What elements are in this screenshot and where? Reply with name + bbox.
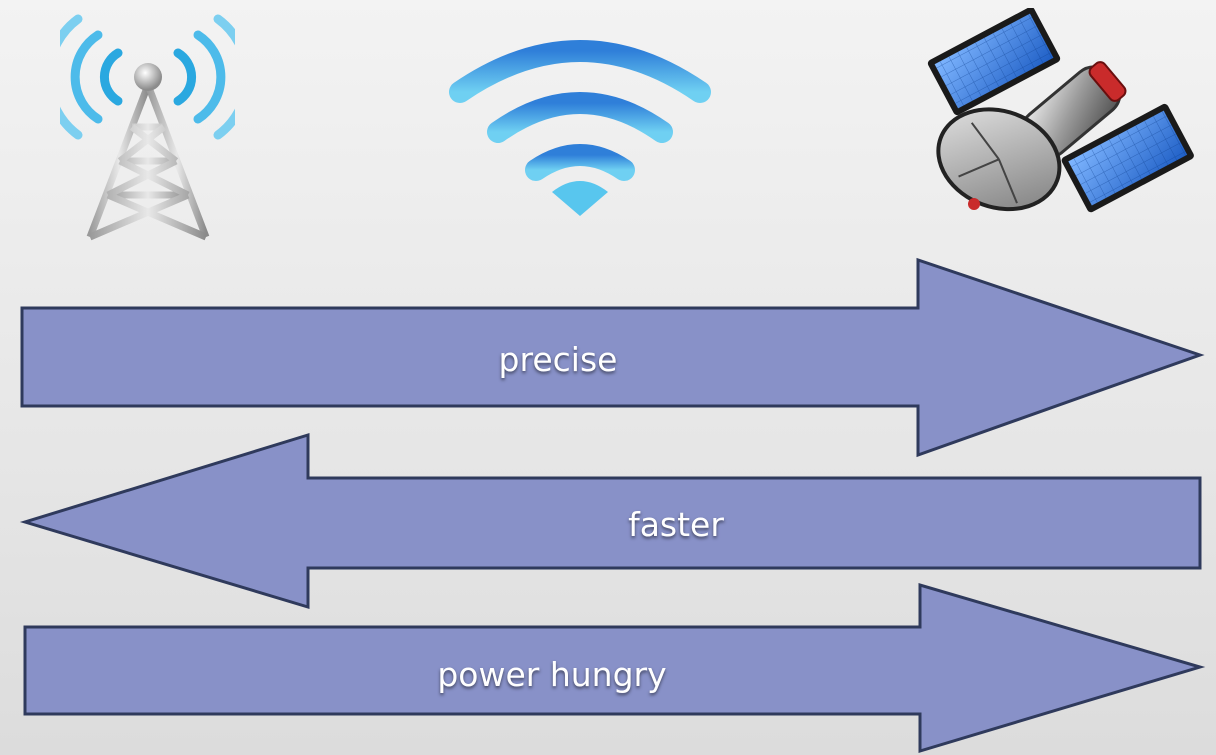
faster-arrow — [19, 432, 1202, 610]
satellite-icon — [927, 8, 1194, 213]
cell-tower-icon — [60, 14, 235, 241]
precise-label: precise — [498, 340, 618, 379]
precise-arrow — [20, 257, 1205, 458]
power-hungry-arrow — [23, 582, 1206, 754]
wifi-icon — [449, 40, 711, 216]
faster-label: faster — [628, 505, 724, 544]
power-hungry-label: power hungry — [437, 655, 667, 694]
